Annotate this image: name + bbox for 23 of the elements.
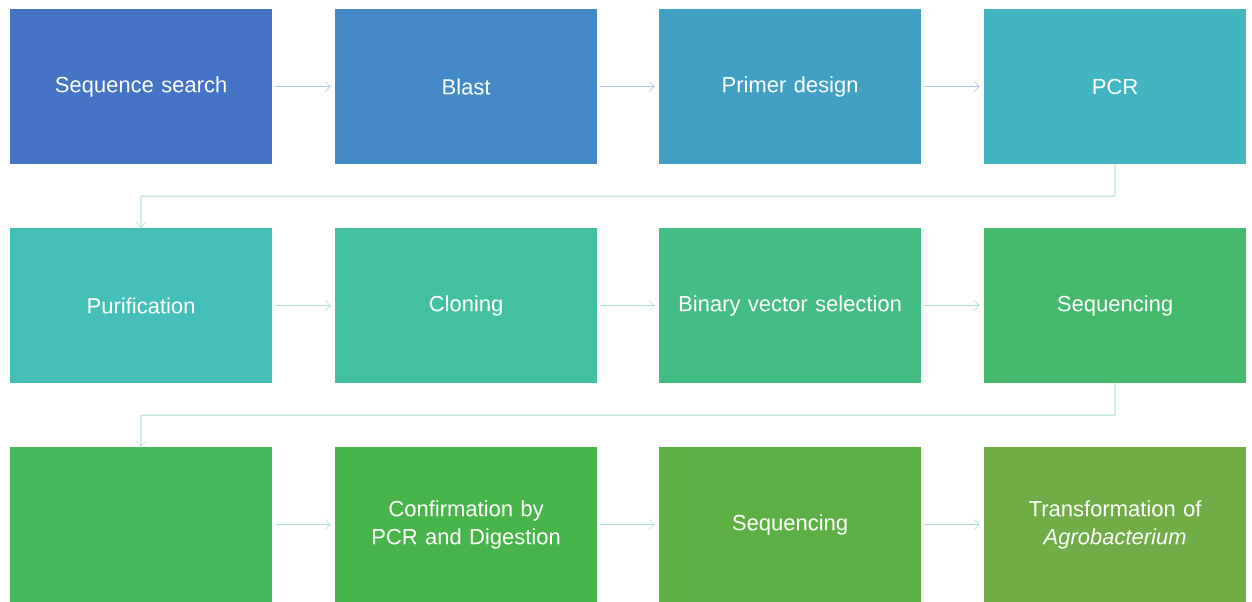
process-box: Transformation of Agrobacterium <box>984 447 1246 602</box>
arrow <box>274 519 331 530</box>
process-box <box>10 447 272 602</box>
arrow <box>923 300 980 311</box>
arrow <box>274 81 331 92</box>
process-box: Cloning <box>335 228 597 383</box>
process-box: Blast <box>335 9 597 164</box>
process-box: Sequencing <box>984 228 1246 383</box>
process-box: Sequencing <box>659 447 921 602</box>
arrow <box>599 519 655 530</box>
process-box: Purification <box>10 228 272 383</box>
process-box: Confirmation by PCR and Digestion <box>335 447 597 602</box>
process-box: Binary vector selection <box>659 228 921 383</box>
process-box: Primer design <box>659 9 921 164</box>
process-box: PCR <box>984 9 1246 164</box>
process-box: Sequence search <box>10 9 272 164</box>
arrow <box>923 519 980 530</box>
arrow <box>274 300 331 311</box>
arrow <box>135 382 1116 447</box>
arrow <box>923 81 980 92</box>
arrow <box>599 81 655 92</box>
arrow <box>135 163 1116 228</box>
arrow <box>599 300 655 311</box>
